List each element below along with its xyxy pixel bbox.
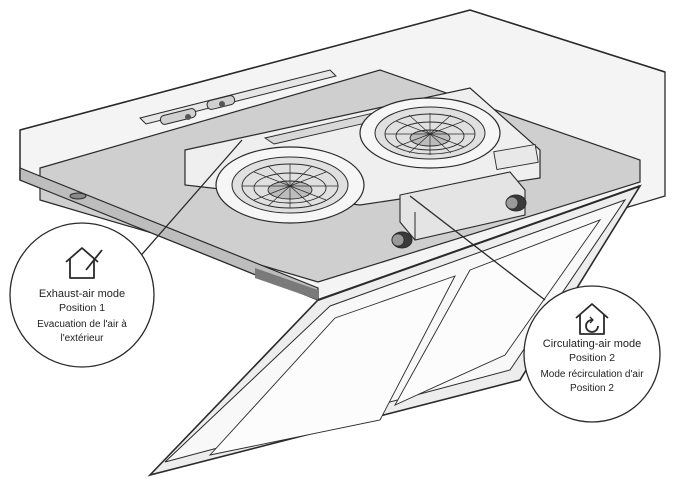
control-knob-2[interactable] [219, 101, 225, 107]
callout-circulating-french-1: Mode récirculation d'air [540, 369, 644, 380]
leader-line-circulating [409, 195, 546, 301]
light-lens [69, 192, 87, 200]
hood-back-edge [19, 9, 666, 131]
callout-circulating-position: Position 2 [569, 352, 615, 364]
callout-exhaust-title: Exhaust-air mode [39, 288, 125, 300]
circulating-house-icon [575, 303, 609, 335]
motor-knob-right[interactable] [505, 194, 527, 212]
motor-knob-left[interactable] [391, 231, 413, 249]
control-switch-left[interactable] [159, 108, 197, 125]
fan-right [359, 97, 501, 169]
callout-exhaust-position: Position 1 [59, 302, 105, 314]
leader-line-exhaust [129, 139, 243, 269]
callout-exhaust-circle [9, 222, 155, 368]
hood-front-shadow [255, 268, 318, 300]
control-knob[interactable] [185, 114, 191, 120]
motor-box [399, 171, 526, 241]
filter-panel-window-right [393, 219, 602, 406]
filter-panel-hinge [317, 185, 641, 301]
callout-circulating-title: Circulating-air mode [543, 338, 641, 350]
callout-circulating-circle [523, 285, 661, 423]
fan-left [215, 146, 365, 224]
exhaust-house-icon [65, 247, 103, 279]
motor-bracket [493, 143, 539, 171]
callout-exhaust-french-1: Evacuation de l'air à [37, 319, 127, 330]
filter-panel-window-left [208, 275, 456, 456]
callout-exhaust-french-2: l'extérieur [60, 333, 104, 344]
callout-circulating-french-2: Position 2 [570, 383, 614, 394]
